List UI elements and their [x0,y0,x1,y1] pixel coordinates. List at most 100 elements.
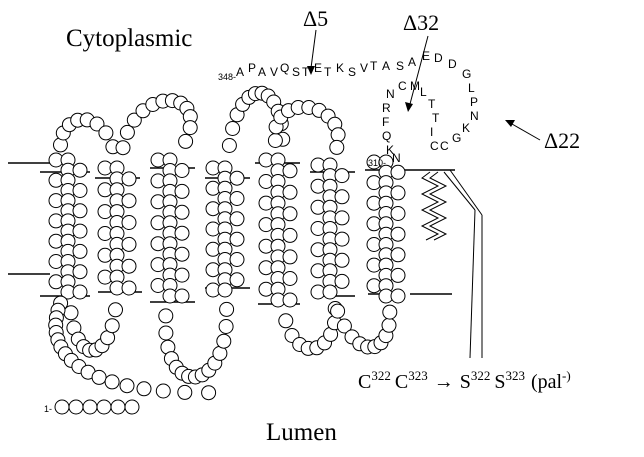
tail-residue-letter: S [396,59,404,73]
residue-circle [73,224,87,238]
residue-circle [335,253,349,267]
arrowhead-icon [505,120,515,127]
tail-residue-letter: C [398,79,407,93]
residue-circle [283,185,297,199]
tail-residue-letter: K [336,61,344,75]
lumen-label: Lumen [266,419,337,446]
residue-circle [283,250,297,264]
residue-circle [391,268,405,282]
residue-circle [335,190,349,204]
residue-circle [283,164,297,178]
residue-circle [331,304,345,318]
residue-circle [159,309,173,323]
tail-residue-letter: G [452,131,461,145]
n-terminus-label: 1- [44,404,52,414]
residue-circle [330,140,344,154]
tail-residue-letter: C [430,139,439,153]
deletion-22-label: Δ22 [544,128,580,153]
residue-circle [83,400,97,414]
tail-residue-letter: E [314,61,322,75]
tail-residue-letter: K [462,121,470,135]
residue-circle [391,207,405,221]
residue-circle [122,216,136,230]
residue-circle [220,302,234,316]
residue-circle [383,305,397,319]
tail-residue-letter: P [470,95,478,109]
residue-circle [73,265,87,279]
connector-line [450,170,482,215]
tail-residue-letter: F [382,115,389,129]
residue-circle [179,134,193,148]
residue-circle [230,253,244,267]
residue-circle [391,248,405,262]
tail-residue-letter: T [370,59,378,73]
tail-residue-letter: L [420,85,427,99]
residue-circle [97,400,111,414]
residue-circle [175,289,189,303]
connector-line [444,172,475,210]
tail-residue-letter: S [348,65,356,79]
residue-circle [331,128,345,142]
residue-circle [283,207,297,221]
tail-residue-letter: Q [280,61,289,75]
residue-circle [105,319,119,333]
tail-residue-letter: D [448,57,457,71]
palmitoyl-chain-icon [430,172,446,240]
tail-residue-letter: N [392,151,401,165]
tail-residue-letter: V [360,61,368,75]
residue-circle [178,385,192,399]
residue-circle [382,318,396,332]
tail-residue-letter: T [428,97,436,111]
tail-residue-letter: G [462,67,471,81]
tail-residue-letter: A [258,65,266,79]
cytoplasmic-label: Cytoplasmic [66,25,192,52]
tail-residue-letter: R [382,101,391,115]
residue-circle [230,232,244,246]
residue-chain [49,86,405,414]
residue-circle [222,139,236,153]
residue-circle [111,400,125,414]
tail-residue-letter: V [270,65,278,79]
residue-circle [105,375,119,389]
residue-circle [335,274,349,288]
residue-circle [391,186,405,200]
residue-circle [175,268,189,282]
residue-circle [159,326,173,340]
residue-circle [335,169,349,183]
tail-residue-letter: A [236,65,244,79]
residue-348-label: 348- [218,72,236,82]
tail-residue-letter: P [248,61,256,75]
residue-310-label: 310- [368,158,386,168]
residue-circle [175,247,189,261]
deletion-5-label: Δ5 [303,6,328,31]
residue-circle [279,314,293,328]
residue-circle [283,272,297,286]
residue-circle [175,226,189,240]
residue-circle [137,382,151,396]
tail-residue-letter: N [470,109,479,123]
residue-circle [55,400,69,414]
residue-circle [268,134,282,148]
residue-circle [391,289,405,303]
residue-circle [122,194,136,208]
residue-circle [99,126,113,140]
residue-circle [283,293,297,307]
residue-circle [391,227,405,241]
residue-circle [230,171,244,185]
residue-circle [92,370,106,384]
tail-residue-letter: I [430,125,433,139]
palmitoyl-chain-icon [422,172,438,240]
residue-circle [202,386,216,400]
residue-circle [156,384,170,398]
connector-line [470,210,475,358]
residue-circle [175,164,189,178]
tail-residue-letter: L [468,81,475,95]
tail-residue-letter: T [324,65,332,79]
residue-circle [73,244,87,258]
residue-circle [217,334,231,348]
residue-circle [230,192,244,206]
residue-circle [226,122,240,136]
arrow-icon [512,124,540,140]
